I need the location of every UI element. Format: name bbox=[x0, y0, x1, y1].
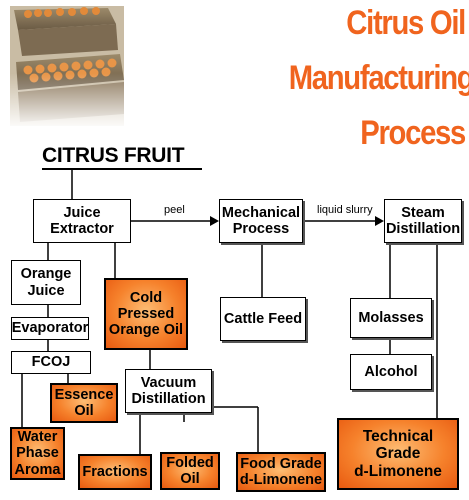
title-line-3: Process bbox=[360, 114, 466, 152]
node-fractions: Fractions bbox=[78, 454, 152, 490]
node-folded-oil: Folded Oil bbox=[160, 452, 220, 490]
node-evaporator: Evaporator bbox=[11, 317, 89, 340]
node-technical-grade-d-limonene: Technical Grade d-Limonene bbox=[337, 418, 459, 490]
node-cattle-feed: Cattle Feed bbox=[220, 297, 306, 341]
node-juice-extractor: Juice Extractor bbox=[33, 199, 131, 243]
node-vacuum-distillation: Vacuum Distillation bbox=[125, 369, 212, 413]
title-line-1: Citrus Oil bbox=[346, 4, 466, 42]
node-essence-oil: Essence Oil bbox=[50, 383, 118, 423]
node-fcoj: FCOJ bbox=[11, 351, 91, 374]
node-mechanical-process: Mechanical Process bbox=[219, 199, 303, 243]
node-orange-juice: Orange Juice bbox=[11, 260, 81, 305]
root-node-citrus-fruit: CITRUS FRUIT bbox=[42, 143, 202, 170]
node-steam-distillation: Steam Distillation bbox=[384, 199, 462, 243]
node-molasses: Molasses bbox=[350, 298, 432, 338]
node-water-phase-aroma: Water Phase Aroma bbox=[10, 427, 65, 480]
node-alcohol: Alcohol bbox=[350, 354, 432, 390]
edge-label-peel: peel bbox=[164, 204, 185, 216]
edge-label-liquid-slurry: liquid slurry bbox=[317, 204, 373, 216]
citrus-crates-photo bbox=[8, 4, 126, 130]
title-line-2: Manufacturing bbox=[288, 59, 469, 97]
node-cold-pressed-orange-oil: Cold Pressed Orange Oil bbox=[104, 278, 188, 350]
node-food-grade-d-limonene: Food Grade d-Limonene bbox=[236, 452, 326, 492]
